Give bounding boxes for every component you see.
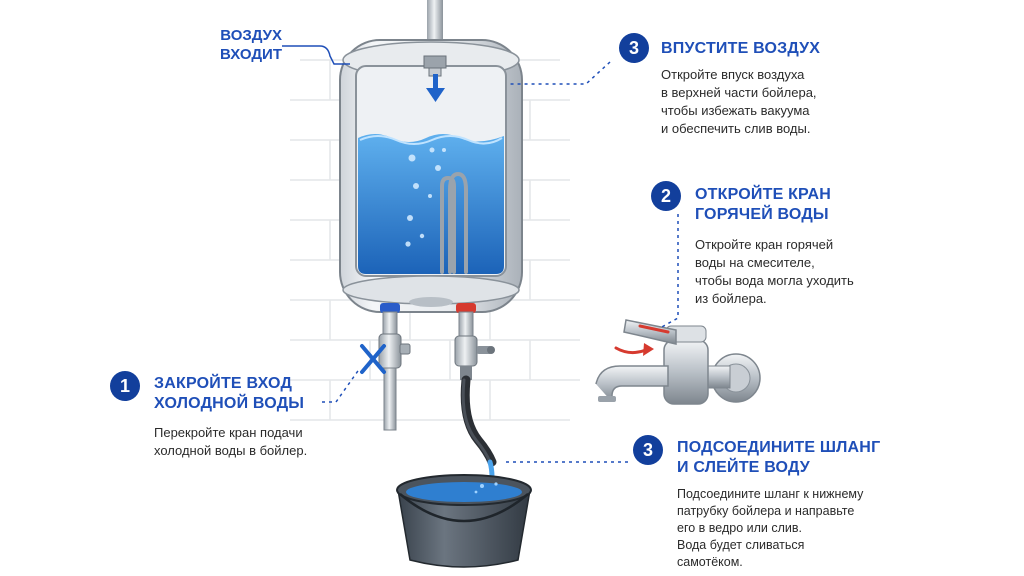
step-text-air: Откройте впуск воздуха в верхней части б… — [661, 66, 817, 138]
cold-water-valve — [362, 303, 410, 430]
step-text-hot-tap: Откройте кран горячей воды на смесителе,… — [695, 236, 854, 308]
rotate-arrow-icon — [616, 348, 646, 353]
drain-hose — [465, 380, 492, 462]
bucket — [397, 475, 531, 567]
step-title-hose: ПОДСОЕДИНИТЕ ШЛАНГ И СЛЕЙТЕ ВОДУ — [677, 438, 880, 478]
step-text-cold-inlet: Перекройте кран подачи холодной воды в б… — [154, 424, 307, 460]
step-title-hot-tap: ОТКРОЙТЕ КРАН ГОРЯЧЕЙ ВОДЫ — [695, 185, 831, 225]
mixer-faucet — [596, 320, 760, 404]
air-inlet-label: ВОЗДУХ ВХОДИТ — [196, 26, 282, 64]
drain-valve — [455, 303, 495, 380]
step-text-hose: Подсоедините шланг к нижнему патрубку бо… — [677, 486, 863, 571]
tank-water — [358, 134, 504, 274]
step-title-cold-inlet: ЗАКРОЙТЕ ВХОД ХОЛОДНОЙ ВОДЫ — [154, 374, 304, 414]
air-inlet-arrow — [433, 74, 438, 90]
step-badge-air: 3 — [619, 33, 649, 63]
step-badge-hose: 3 — [633, 435, 663, 465]
step-badge-cold-inlet: 1 — [110, 371, 140, 401]
step-badge-hot-tap: 2 — [651, 181, 681, 211]
boiler-tank — [340, 40, 522, 312]
air-inlet-label-line1: ВОЗДУХ — [196, 26, 282, 45]
top-pipe — [427, 0, 443, 42]
air-inlet-label-line2: ВХОДИТ — [196, 45, 282, 64]
step-title-air: ВПУСТИТЕ ВОЗДУХ — [661, 39, 820, 59]
